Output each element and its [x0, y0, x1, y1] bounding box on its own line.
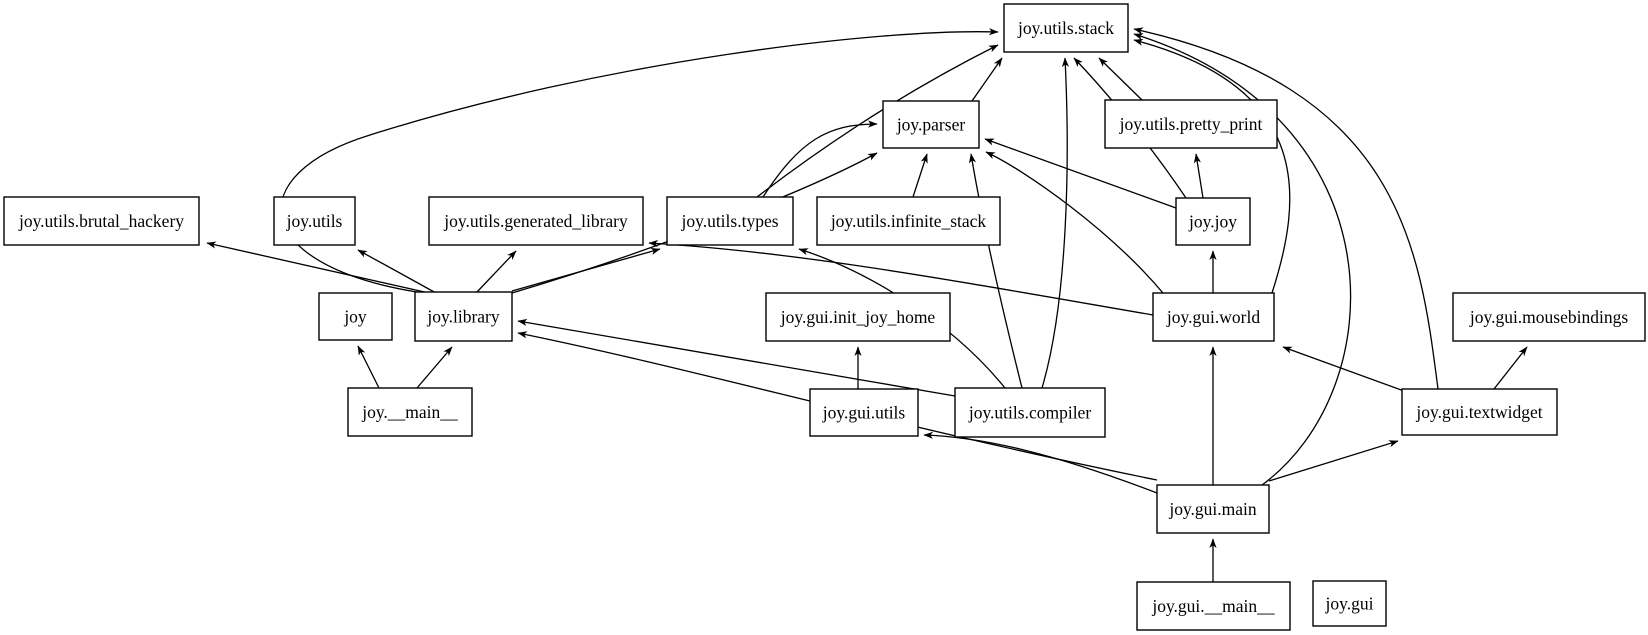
- module-box-stack: [1003, 3, 1129, 53]
- module-node-gui: joy.gui: [1312, 580, 1387, 627]
- module-label-mousebindings: joy.gui.mousebindings: [1469, 307, 1629, 327]
- edge-joy-library-to-joy-utils-brutal-hackery: [206, 241, 430, 294]
- module-box-joyjoy: [1175, 197, 1251, 246]
- module-label-library: joy.library: [426, 307, 499, 327]
- module-label-gui: joy.gui: [1325, 594, 1374, 614]
- module-box-textwidget: [1401, 388, 1558, 436]
- module-box-compiler: [954, 387, 1106, 438]
- edge-joy-gui-textwidget-to-joy-gui-mousebindings: [1493, 346, 1528, 390]
- module-box-world: [1152, 292, 1275, 342]
- module-label-world: joy.gui.world: [1166, 307, 1260, 327]
- module-label-compiler: joy.utils.compiler: [968, 403, 1091, 423]
- edge-joy-library-to-joy-utils-stack: [280, 28, 999, 293]
- edge-joy-library-to-joy-utils: [357, 249, 437, 294]
- module-label-infinite_stack: joy.utils.infinite_stack: [830, 211, 987, 231]
- edge-joy---main---to-joy: [357, 345, 380, 389]
- module-node-mousebindings: joy.gui.mousebindings: [1452, 292, 1646, 342]
- module-node-stack: joy.utils.stack: [1003, 3, 1129, 53]
- edge-joy-gui-world-to-joy-utils-stack: [1133, 38, 1291, 294]
- module-label-parser: joy.parser: [896, 115, 966, 135]
- edge-joy---main---to-joy-library: [416, 346, 453, 389]
- module-node-generated_library: joy.utils.generated_library: [428, 196, 644, 246]
- module-node-parser: joy.parser: [882, 100, 980, 149]
- module-box-main_: [347, 387, 473, 437]
- edge-joy-utils-compiler-to-joy-utils-stack: [1041, 57, 1070, 389]
- module-node-utils: joy.utils: [273, 196, 356, 246]
- edge-joy-joy-to-joy-parser: [984, 138, 1177, 209]
- edge-joy-joy-to-joy-utils-pretty-print: [1193, 153, 1204, 199]
- module-box-gui_main: [1156, 484, 1270, 534]
- module-label-joyjoy: joy.joy: [1188, 212, 1237, 232]
- module-node-init_joy_home: joy.gui.init_joy_home: [765, 292, 951, 342]
- module-node-joyjoy: joy.joy: [1175, 197, 1251, 246]
- edge-joy-gui-main-to-joy-gui-textwidget: [1268, 440, 1399, 482]
- edge-joy-gui-textwidget-to-joy-utils-stack: [1133, 27, 1439, 390]
- module-label-textwidget: joy.gui.textwidget: [1415, 402, 1542, 422]
- module-box-pretty_print: [1104, 99, 1278, 149]
- edge-joy-utils-compiler-to-joy-parser: [968, 153, 1023, 389]
- edge-joy-gui-main-to-joy-gui-utils: [923, 431, 1158, 494]
- module-box-brutal_hackery: [3, 196, 200, 246]
- module-box-gui_utils: [809, 388, 919, 437]
- module-label-utils: joy.utils: [286, 211, 343, 231]
- module-label-init_joy_home: joy.gui.init_joy_home: [780, 307, 936, 327]
- module-label-gui_utils: joy.gui.utils: [822, 403, 906, 423]
- module-node-main_: joy.__main__: [347, 387, 473, 437]
- module-node-gui_utils: joy.gui.utils: [809, 388, 919, 437]
- module-node-library: joy.library: [414, 291, 513, 342]
- module-node-types: joy.utils.types: [666, 196, 794, 246]
- module-node-textwidget: joy.gui.textwidget: [1401, 388, 1558, 436]
- module-box-generated_library: [428, 196, 644, 246]
- module-node-brutal_hackery: joy.utils.brutal_hackery: [3, 196, 200, 246]
- edge-joy-library-to-joy-utils-generated-library: [476, 250, 517, 293]
- module-node-pretty_print: joy.utils.pretty_print: [1104, 99, 1278, 149]
- edge-joy-gui-world-to-joy-parser: [985, 151, 1164, 294]
- edge-joy-parser-to-joy-utils-stack: [971, 57, 1003, 102]
- edge-joy-utils-compiler-to-joy-library: [517, 318, 956, 397]
- module-label-joy: joy: [343, 307, 367, 327]
- module-label-brutal_hackery: joy.utils.brutal_hackery: [18, 211, 184, 231]
- module-node-gui_main: joy.gui.main: [1156, 484, 1270, 534]
- module-label-generated_library: joy.utils.generated_library: [443, 211, 628, 231]
- module-box-joy: [318, 292, 393, 341]
- module-box-mousebindings: [1452, 292, 1646, 342]
- module-node-compiler: joy.utils.compiler: [954, 387, 1106, 438]
- module-box-gui_main_: [1136, 581, 1291, 631]
- module-node-gui_main_: joy.gui.__main__: [1136, 581, 1291, 631]
- module-box-init_joy_home: [765, 292, 951, 342]
- module-node-joy: joy: [318, 292, 393, 341]
- edge-joy-utils-infinite-stack-to-joy-parser: [912, 153, 928, 198]
- module-label-gui_main: joy.gui.main: [1168, 499, 1257, 519]
- module-node-infinite_stack: joy.utils.infinite_stack: [816, 196, 1001, 246]
- module-label-main_: joy.__main__: [361, 402, 458, 422]
- module-box-infinite_stack: [816, 196, 1001, 246]
- module-label-stack: joy.utils.stack: [1017, 18, 1114, 38]
- edge-joy-utils-pretty-print-to-joy-utils-stack: [1098, 57, 1143, 101]
- module-box-utils: [273, 196, 356, 246]
- edge-joy-gui-world-to-joy-utils-generated-library: [648, 239, 1154, 316]
- edge-joy-gui-main-to-joy-utils-stack: [1133, 33, 1352, 486]
- module-label-types: joy.utils.types: [680, 211, 778, 231]
- module-box-parser: [882, 100, 980, 149]
- module-box-gui: [1312, 580, 1387, 627]
- module-box-library: [414, 291, 513, 342]
- edge-joy-gui-textwidget-to-joy-gui-world: [1282, 346, 1405, 392]
- module-node-world: joy.gui.world: [1152, 292, 1275, 342]
- module-box-types: [666, 196, 794, 246]
- edge-joy-utils-types-to-joy-parser: [762, 120, 878, 198]
- nodes-layer: joy.utils.stack joy.parser joy.utils.prett…: [3, 3, 1646, 631]
- module-label-gui_main_: joy.gui.__main__: [1151, 596, 1275, 616]
- module-label-pretty_print: joy.utils.pretty_print: [1119, 114, 1263, 134]
